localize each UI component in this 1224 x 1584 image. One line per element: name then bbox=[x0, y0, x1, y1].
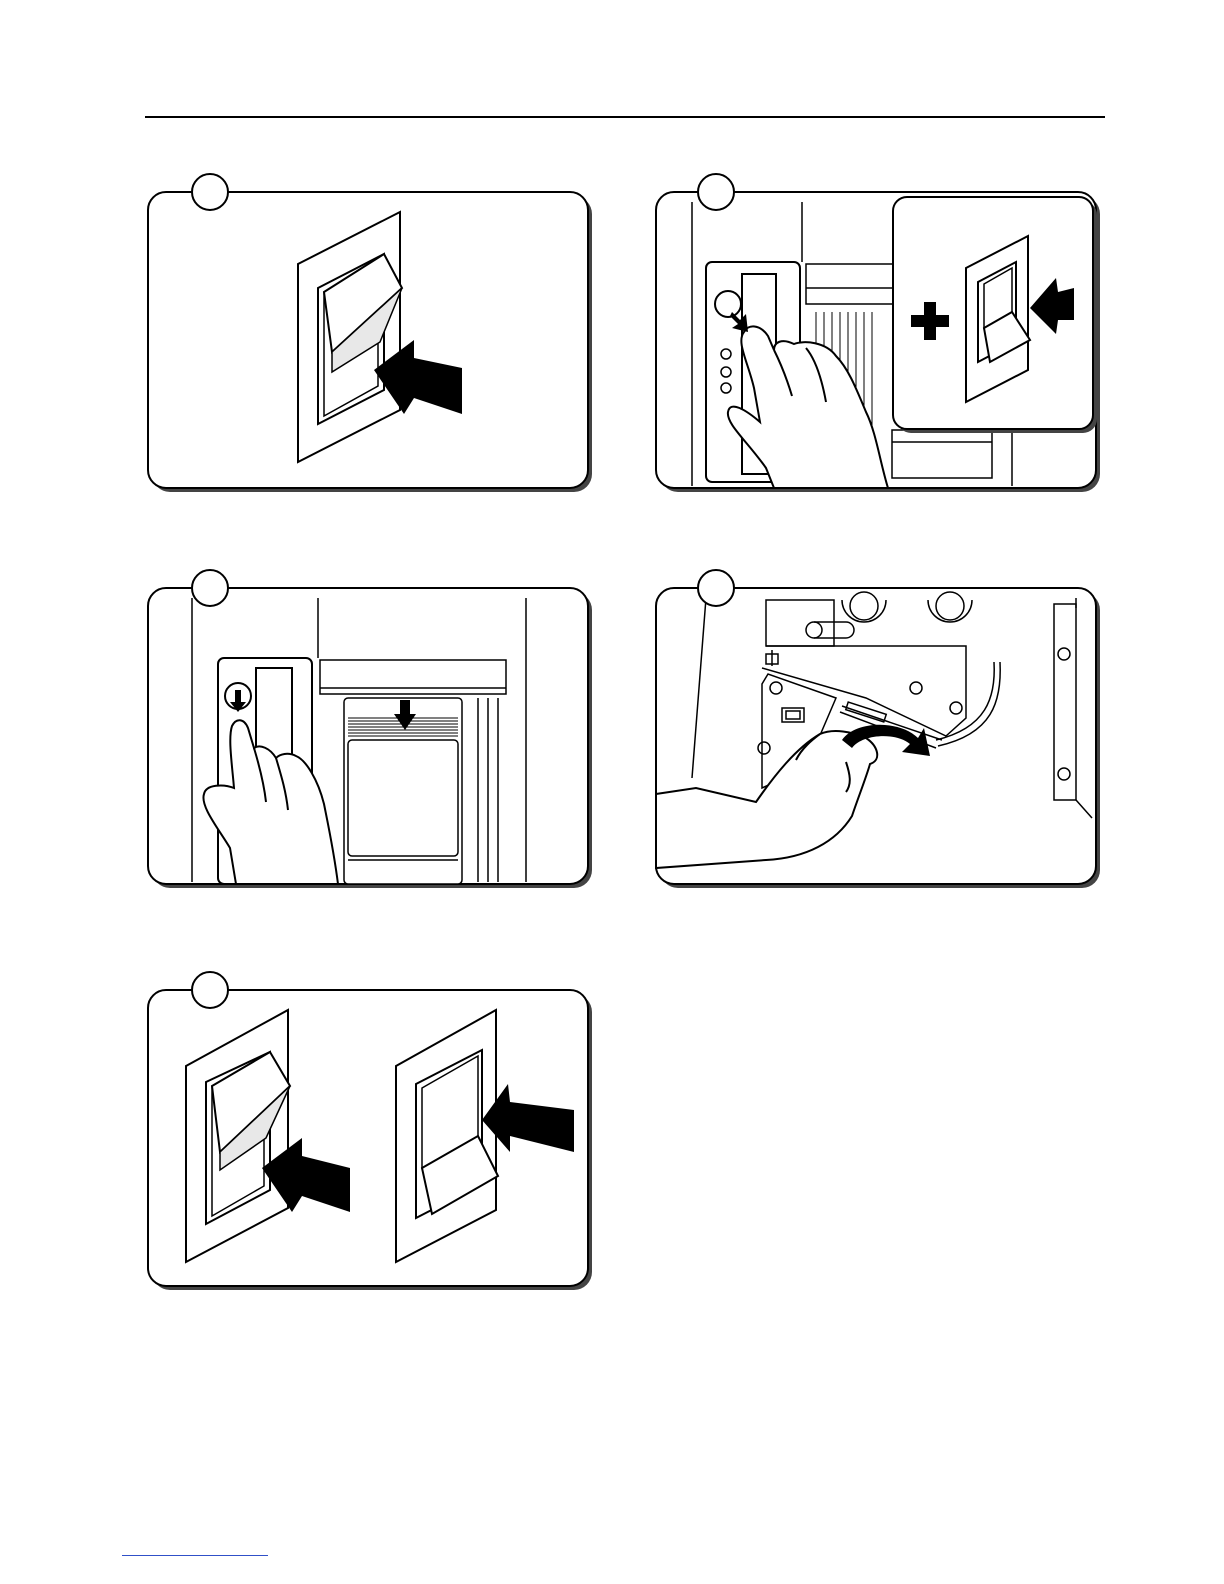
illustration-panel-1 bbox=[148, 192, 588, 488]
illustration-panel-4 bbox=[656, 588, 1096, 884]
panel-4-drawing bbox=[656, 588, 1096, 884]
step-number-badge bbox=[191, 971, 229, 1009]
footer-link-underline bbox=[122, 1555, 268, 1556]
panel-5-drawing bbox=[148, 990, 588, 1286]
illustration-panel-5 bbox=[148, 990, 588, 1286]
panel-1-drawing bbox=[148, 192, 588, 488]
panel-2-drawing bbox=[656, 192, 1096, 488]
illustration-panel-2 bbox=[656, 192, 1096, 488]
feed-button-icon bbox=[715, 291, 741, 317]
panel-3-drawing bbox=[148, 588, 588, 884]
step-number-badge bbox=[191, 173, 229, 211]
step-number-badge bbox=[191, 569, 229, 607]
step-number-badge bbox=[697, 569, 735, 607]
illustration-panel-3 bbox=[148, 588, 588, 884]
inset-power-switch bbox=[893, 197, 1097, 433]
header-rule bbox=[145, 116, 1105, 118]
step-number-badge bbox=[697, 173, 735, 211]
